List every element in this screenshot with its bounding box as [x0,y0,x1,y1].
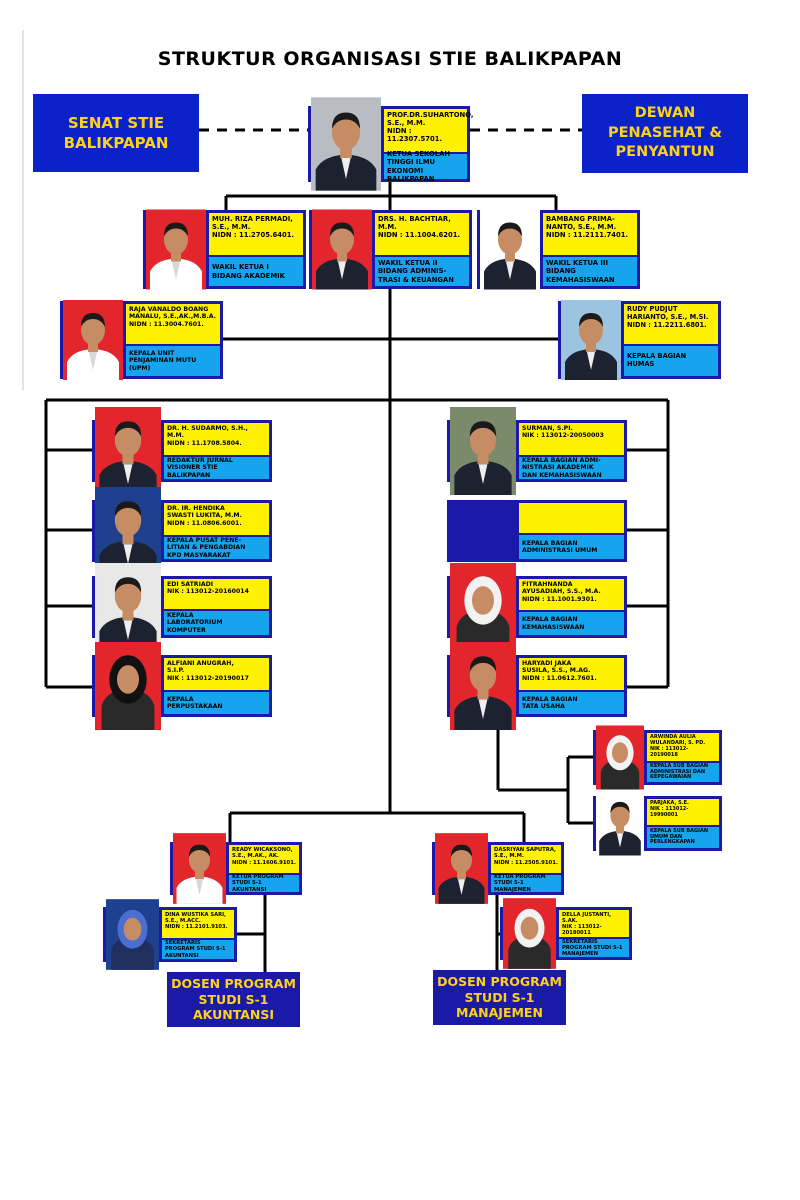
card-kemhs: FITRAHNANDA AYUSADIAH, S.S., M.A. NIDN :… [447,563,627,651]
position-title: KEPALA BAGIAN ADMI- NISTRASI AKADEMIK DA… [519,457,624,479]
person-name: MUH. RIZA PERMADI, S.E., M.M. NIDN : 11.… [209,213,303,255]
portrait-photo [435,833,488,904]
dosen-manajemen-box: DOSEN PROGRAM STUDI S-1 MANAJEMEN [433,970,566,1025]
position-title: KETUA SEKOLAH TINGGI ILMU EKONOMI BALIKP… [384,150,467,183]
card-wk3: BAMBANG PRIMA- NANTO, S.E., M.M. NIDN : … [477,209,640,290]
card-humas: RUDY PUDJUT HARIANTO, S.E., M.SI. NIDN :… [558,300,721,380]
position-title: KEPALA PERPUSTAKAAN [164,692,269,714]
person-name: DELLA JUSTANTI, S.AK. NIK : 113012-20180… [559,910,629,937]
card-wk1: MUH. RIZA PERMADI, S.E., M.M. NIDN : 11.… [143,209,306,290]
card-kpmj: DASRIYAN SAPUTRA, S.E., M.M. NIDN : 11.2… [432,833,564,904]
person-name: DASRIYAN SAPUTRA, S.E., M.M. NIDN : 11.2… [491,845,561,873]
portrait-photo [596,791,644,856]
card-perpus: ALFIANI ANUGRAH, S.I.P. NIK : 113012-201… [92,642,272,730]
portrait-photo [450,407,516,495]
senat-box: SENAT STIE BALIKPAPAN [33,94,199,172]
person-name: FITRAHNANDA AYUSADIAH, S.S., M.A. NIDN :… [519,579,624,610]
person-name: ALFIANI ANUGRAH, S.I.P. NIK : 113012-201… [164,658,269,690]
portrait-photo [95,642,161,730]
position-title: REDAKTUR JURNAL VISIONER STIE BALIKPAPAN [164,457,269,479]
person-name: HARYADI JAKA SUSILA, S.S., M.AG. NIDN : … [519,658,624,690]
position-title: WAKIL KETUA II BIDANG ADMINIS- TRASI & K… [375,257,469,286]
portrait-photo [146,209,206,290]
position-title: SEKRETARIS PROGRAM STUDI S-1 MANAJEMEN [559,939,629,957]
card-ketua: PROF.DR.SUHARTONO, S.E., M.M. NIDN : 11.… [308,97,473,191]
portrait-photo [106,899,159,970]
person-name: DR. H. SUDARMO, S.H., M.M. NIDN : 11.170… [164,423,269,455]
person-name: PARJAKA, S.E. NIK : 113012-19990001 [647,799,719,825]
page-title: STRUKTUR ORGANISASI STIE BALIKPAPAN [157,48,623,70]
person-name: BAMBANG PRIMA- NANTO, S.E., M.M. NIDN : … [543,213,637,255]
position-title: KEPALA LABORATORIUM KOMPUTER [164,611,269,635]
person-name [519,503,624,533]
card-kpak: READY WICAKSONO, S.E., M.AK., AK. NIDN :… [170,833,302,904]
card-spmj: DELLA JUSTANTI, S.AK. NIK : 113012-20180… [500,898,632,969]
portrait-photo [95,487,161,575]
person-name: DR. IR. HENDIKA SWASTI LUKITA, M.M. NIDN… [164,503,269,535]
person-name: EDI SATRIADI NIK : 113012-20160014 [164,579,269,609]
photo-placeholder [450,503,516,559]
card-upm: RAJA VANALDO BOANG MANALU, S.E.,AK.,M.B.… [60,300,223,380]
position-title: WAKIL KETUA III BIDANG KEMAHASISWAAN [543,257,637,286]
portrait-photo [480,209,540,290]
card-tu: HARYADI JAKA SUSILA, S.S., M.AG. NIDN : … [447,642,627,730]
position-title: WAKIL KETUA I BIDANG AKADEMIK [209,257,303,286]
card-jurnal: DR. H. SUDARMO, S.H., M.M. NIDN : 11.170… [92,407,272,495]
person-name: RAJA VANALDO BOANG MANALU, S.E.,AK.,M.B.… [126,304,220,344]
person-name: DRS. H. BACHTIAR, M.M. NIDN : 11.1004.62… [375,213,469,255]
dosen-akuntansi-box: DOSEN PROGRAM STUDI S-1 AKUNTANSI [167,972,300,1027]
card-p3m: DR. IR. HENDIKA SWASTI LUKITA, M.M. NIDN… [92,487,272,575]
position-title: KEPALA BAGIAN HUMAS [624,346,718,376]
position-title: KEPALA BAGIAN TATA USAHA [519,692,624,714]
portrait-photo [173,833,226,904]
position-title: KEPALA SUB BAGIAN UMUM DAN PERLENGKAPAN [647,827,719,848]
position-title: KEPALA SUB BAGIAN ADMINISTRASI DAN KEPEG… [647,763,719,782]
portrait-photo [311,97,381,191]
card-wk2: DRS. H. BACHTIAR, M.M. NIDN : 11.1004.62… [309,209,472,290]
person-name: RUDY PUDJUT HARIANTO, S.E., M.SI. NIDN :… [624,304,718,344]
dewan-box: DEWAN PENASEHAT & PENYANTUN [582,94,748,173]
card-sub1: ARWINDA AULIA WULANDARI, S. PD. NIK : 11… [593,725,722,790]
portrait-photo [63,300,123,380]
portrait-photo [312,209,372,290]
position-title: KETUA PROGRAM STUDI S-1 MANAJEMEN [491,874,561,893]
person-name: PROF.DR.SUHARTONO, S.E., M.M. NIDN : 11.… [384,109,473,152]
portrait-photo [596,725,644,790]
position-title: KEPALA BAGIAN KEMAHASISWAAN [519,612,624,635]
person-name: SURMAN, S.PI. NIK : 113012-20050003 [519,423,624,455]
position-title: SEKRETARIS PROGRAM STUDI S-1 AKUNTANSI [162,940,234,959]
person-name: READY WICAKSONO, S.E., M.AK., AK. NIDN :… [229,845,299,873]
portrait-photo [561,300,621,380]
portrait-photo [95,563,161,651]
person-name: DINA WUSTIKA SARI, S.E., M.ACC. NIDN : 1… [162,910,234,938]
portrait-photo [450,642,516,730]
portrait-photo [503,898,556,969]
position-title: KETUA PROGRAM STUDI S-1 AKUNTANSI [229,874,299,893]
position-title: KEPALA BAGIAN ADMINISTRASI UMUM [519,535,624,559]
position-title: KEPALA UNIT PENJAMINAN MUTU (UPM) [126,346,220,376]
card-spak: DINA WUSTIKA SARI, S.E., M.ACC. NIDN : 1… [103,899,237,970]
portrait-photo [450,563,516,651]
card-bau: KEPALA BAGIAN ADMINISTRASI UMUM [447,500,627,562]
position-title: KEPALA PUSAT PENE- LITIAN & PENGABDIAN K… [164,537,269,559]
portrait-photo [95,407,161,495]
person-name: ARWINDA AULIA WULANDARI, S. PD. NIK : 11… [647,733,719,761]
